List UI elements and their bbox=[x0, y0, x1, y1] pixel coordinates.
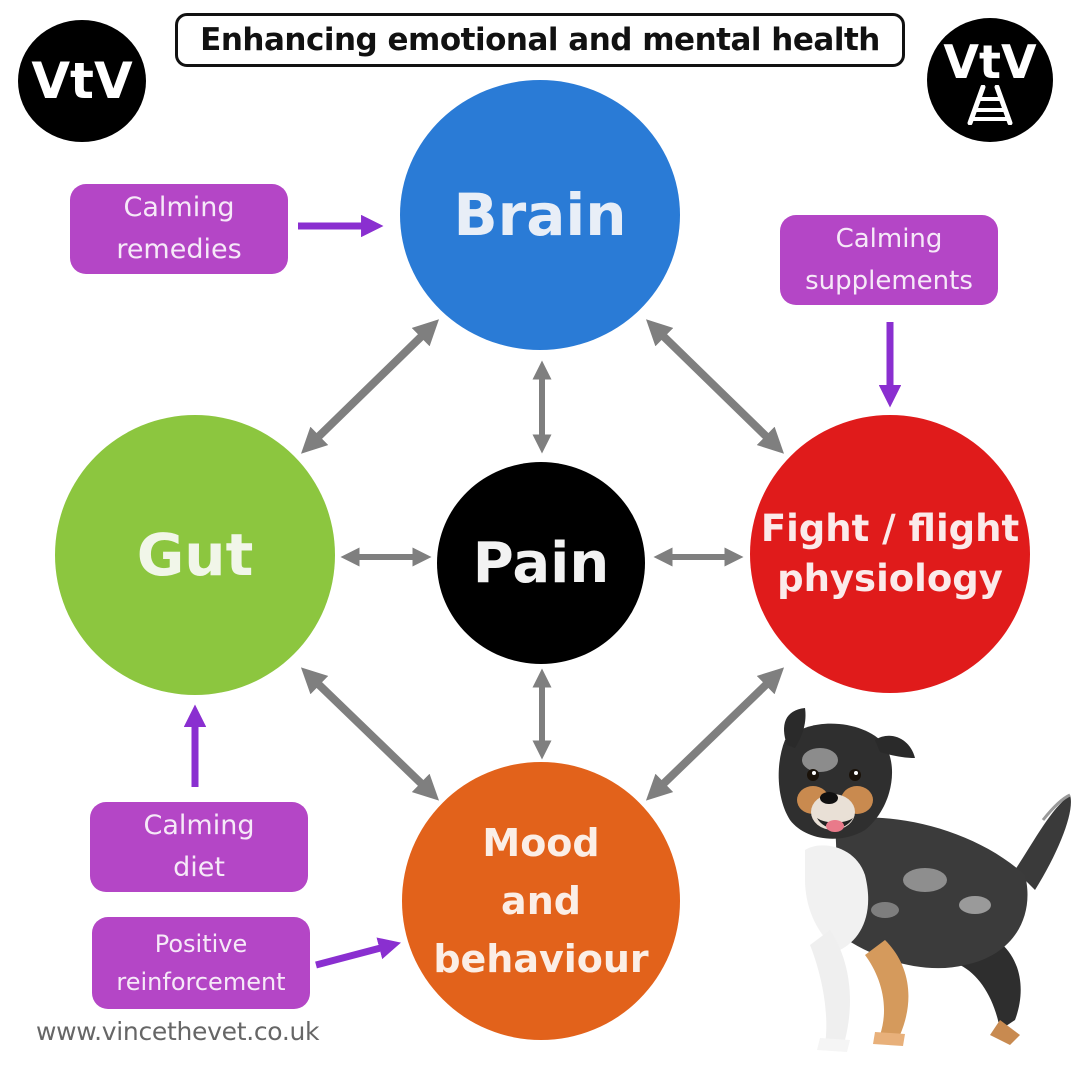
ladder-icon bbox=[967, 85, 1013, 125]
node-pain: Pain bbox=[437, 462, 645, 664]
remedy-calming-diet: Calming diet bbox=[90, 802, 308, 892]
node-gut: Gut bbox=[55, 415, 335, 695]
node-fight-label-line1: Fight / flight bbox=[760, 507, 1020, 550]
logo-text-right: VtV bbox=[943, 35, 1037, 89]
remedy-positive-reinforcement: Positive reinforcement bbox=[92, 917, 310, 1009]
remedy-remedies-line1: Calming bbox=[123, 192, 235, 223]
page-title: Enhancing emotional and mental health bbox=[175, 13, 905, 67]
arrow-brain-fight bbox=[645, 319, 785, 454]
vtv-logo-right: VtV bbox=[927, 18, 1053, 142]
node-brain: Brain bbox=[400, 80, 680, 350]
node-mood-label-line1: Mood bbox=[482, 821, 600, 865]
node-fight-label-line2: physiology bbox=[777, 557, 1003, 600]
arrow-gut-mood bbox=[300, 667, 440, 801]
dog-image bbox=[778, 708, 1071, 1052]
remedy-supplements-line1: Calming bbox=[835, 224, 943, 254]
remedy-diet-line2: diet bbox=[173, 852, 225, 883]
arrow-fight-mood bbox=[645, 667, 785, 801]
remedy-positive-line1: Positive bbox=[154, 930, 248, 958]
node-mood-label-line3: behaviour bbox=[433, 937, 649, 981]
node-mood-behaviour: Mood and behaviour bbox=[402, 762, 680, 1040]
node-pain-label: Pain bbox=[472, 530, 610, 596]
remedy-positive-line2: reinforcement bbox=[116, 968, 286, 996]
node-gut-label: Gut bbox=[136, 521, 254, 589]
remedy-diet-line1: Calming bbox=[143, 810, 255, 841]
node-brain-label: Brain bbox=[453, 181, 627, 249]
remedy-supplements-line2: supplements bbox=[805, 266, 973, 296]
arrow-positive-mood bbox=[315, 937, 401, 969]
logo-text-left: VtV bbox=[31, 52, 133, 110]
vtv-logo-left: VtV bbox=[18, 20, 146, 142]
remedy-calming-remedies: Calming remedies bbox=[70, 184, 288, 274]
node-fight-flight: Fight / flight physiology bbox=[750, 415, 1030, 693]
website-url: www.vincethevet.co.uk bbox=[36, 1017, 320, 1046]
arrow-brain-gut bbox=[300, 319, 440, 454]
node-mood-label-line2: and bbox=[501, 879, 581, 923]
remedy-remedies-line2: remedies bbox=[116, 234, 242, 265]
remedy-calming-supplements: Calming supplements bbox=[780, 215, 998, 305]
